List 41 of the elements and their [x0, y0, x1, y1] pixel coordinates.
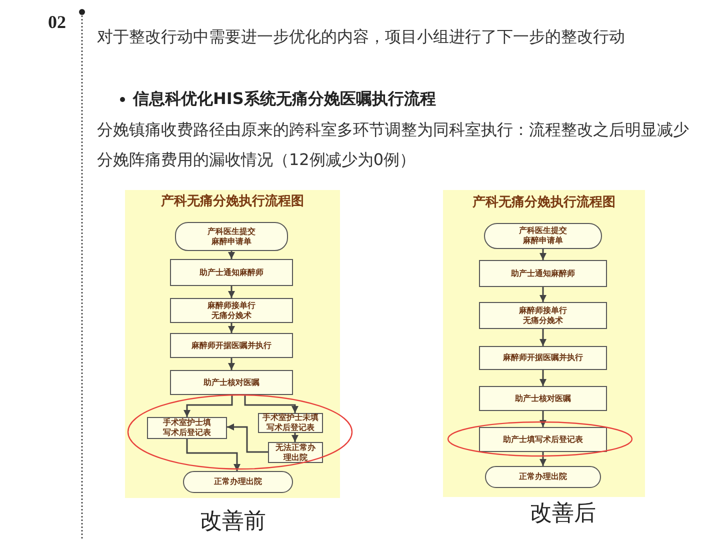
caption-text: 改善前	[200, 509, 266, 535]
section-heading: 信息科优化HIS系统无痛分娩医嘱执行流程	[133, 89, 436, 109]
arrow	[540, 287, 546, 302]
arrow	[292, 433, 298, 442]
process-box: 助产士核对医嘱	[170, 370, 293, 395]
chart-title: 产科无痛分娩执行流程图	[160, 194, 305, 210]
intro-text: 对于整改行动中需要进一步优化的内容，项目小组进行了下一步的整改行动	[97, 27, 625, 47]
process-box: 手术室护士填写术后登记表	[147, 417, 227, 439]
caption-text: 改善后	[530, 501, 596, 527]
process-box: 麻醉师开据医嘱并执行	[479, 346, 607, 370]
arrow	[228, 358, 235, 370]
terminal-box: 正常办理出院	[485, 466, 601, 488]
arrow	[540, 411, 546, 427]
process-box: 助产士通知麻醉师	[479, 260, 607, 287]
chart-title: 产科无痛分娩执行流程图	[472, 195, 616, 211]
terminal-box: 产科医生提交麻醉申请单	[484, 223, 602, 249]
process-box: 无法正常办理出院	[268, 442, 323, 463]
terminal-box: 产科医生提交麻醉申请单	[175, 222, 288, 251]
arrow	[184, 395, 233, 417]
arrow	[186, 439, 240, 471]
arrow	[228, 286, 235, 298]
terminal-box: 正常办理出院	[183, 471, 293, 493]
flowchart-panel	[125, 190, 340, 498]
arrow	[228, 251, 235, 259]
process-box: 麻醉师接单行无痛分娩术	[170, 298, 293, 323]
process-box: 手术室护士未填写术后登记表	[258, 413, 323, 433]
arrow	[227, 424, 268, 453]
process-box: 助产士通知麻醉师	[170, 259, 293, 286]
process-box: 助产士核对医嘱	[479, 386, 607, 411]
step-number: 02	[48, 12, 66, 32]
arrow	[244, 395, 298, 413]
process-box: 助产士填写术后登记表	[479, 427, 607, 452]
arrow	[540, 249, 546, 260]
arrow	[540, 452, 546, 466]
arrow	[540, 329, 546, 346]
process-box: 麻醉师开据医嘱并执行	[170, 333, 293, 358]
flowchart-panel	[443, 190, 645, 497]
process-box: 麻醉师接单行无痛分娩术	[479, 302, 607, 329]
arrow	[540, 370, 546, 386]
arrow	[228, 323, 235, 333]
body-text: 分娩镇痛收费路径由原来的跨科室多环节调整为同科室执行：流程整改之后明显减少分娩阵痛费用的漏收情况（12例减少为0例）	[97, 119, 690, 171]
